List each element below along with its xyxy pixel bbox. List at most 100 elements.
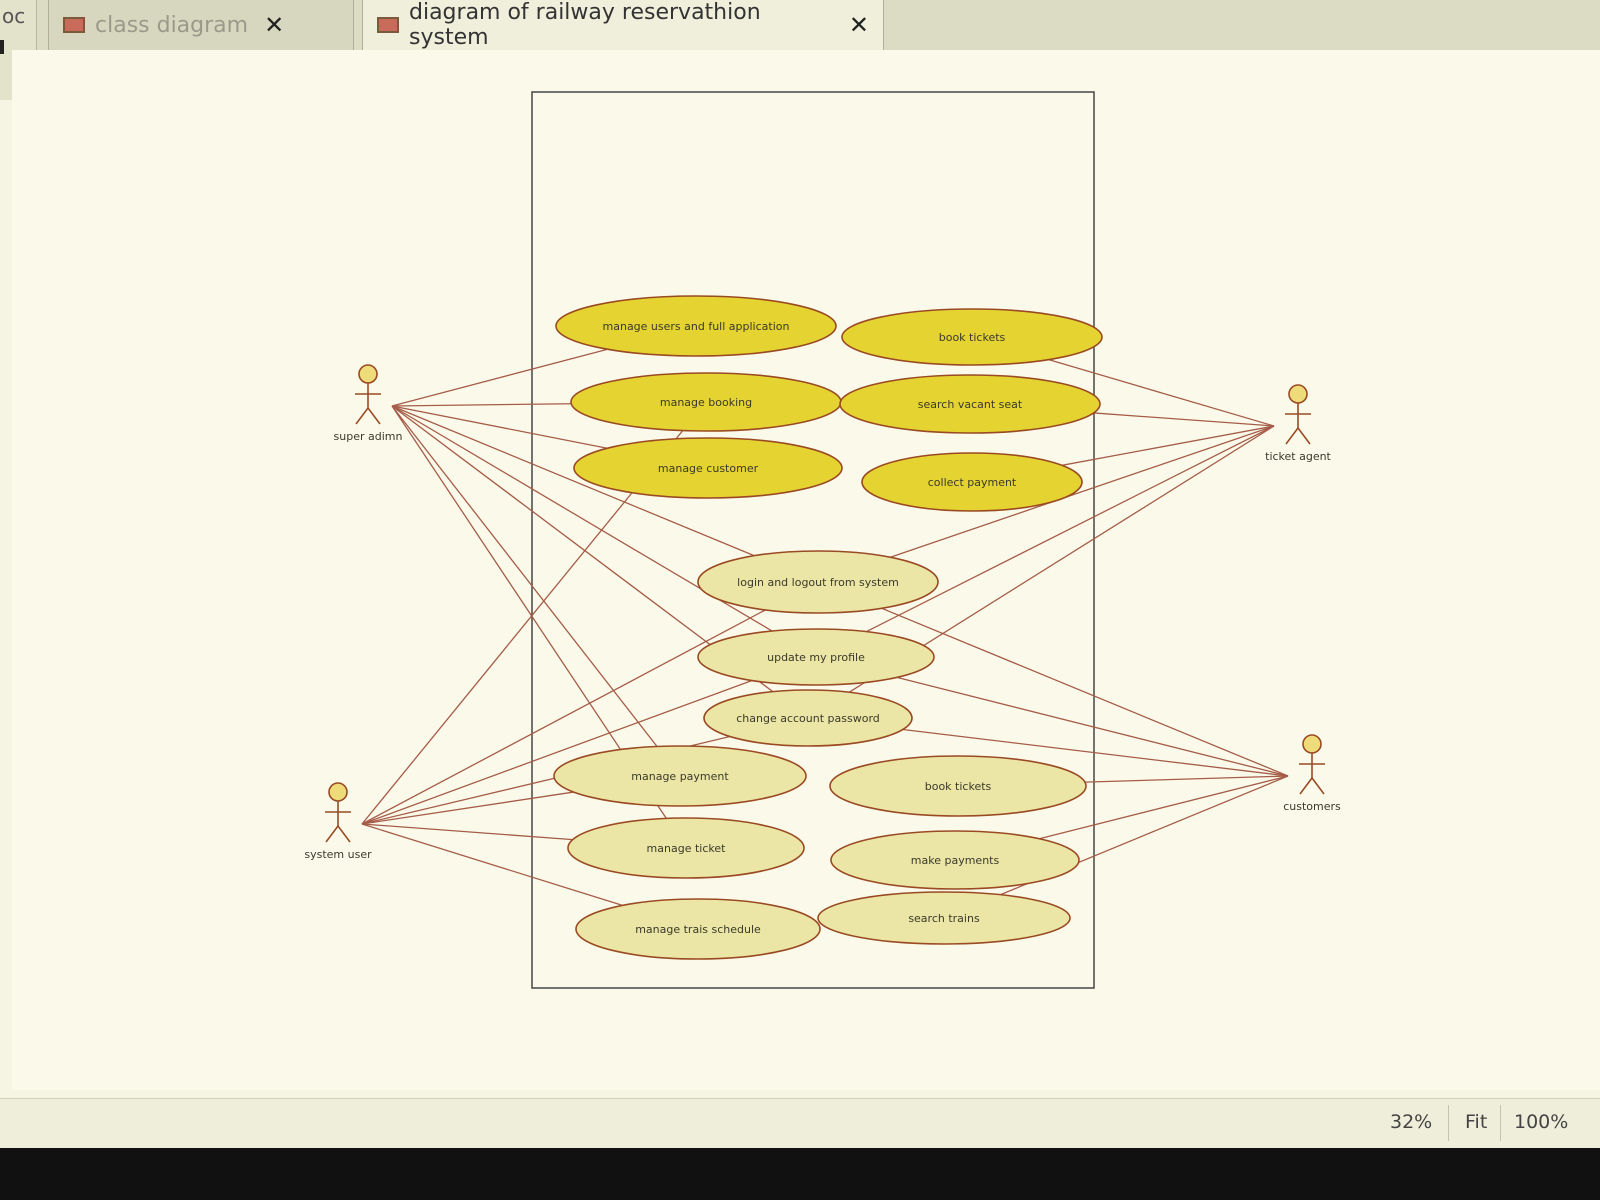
use-case-label: login and logout from system bbox=[737, 576, 899, 589]
use-case-ellipse bbox=[861, 452, 1083, 512]
use-case-uc6[interactable]: collect payment bbox=[861, 452, 1083, 512]
association-line bbox=[391, 405, 658, 747]
use-case-ellipse bbox=[841, 308, 1103, 366]
use-case-label: manage trais schedule bbox=[635, 923, 761, 936]
use-case-ellipse bbox=[839, 374, 1101, 434]
association-line bbox=[1084, 775, 1289, 783]
association-line bbox=[1093, 412, 1275, 427]
actor-ticket_agent[interactable]: ticket agent bbox=[1265, 384, 1332, 463]
use-case-ellipse bbox=[573, 437, 843, 499]
use-case-label: update my profile bbox=[767, 651, 865, 664]
actor-super_admin[interactable]: super adimn bbox=[334, 364, 403, 443]
association-line bbox=[881, 607, 1289, 777]
association-line bbox=[361, 823, 573, 841]
association-line bbox=[391, 405, 608, 449]
use-case-diagram: manage users and full application book ti… bbox=[304, 91, 1341, 989]
actor-leg bbox=[1299, 777, 1313, 795]
association-line bbox=[865, 425, 1275, 633]
actor-label: ticket agent bbox=[1265, 450, 1331, 463]
tab-class-diagram[interactable]: class diagram ✕ bbox=[48, 0, 354, 50]
association-line bbox=[1048, 358, 1275, 427]
actor-head bbox=[1302, 734, 1322, 754]
association-line bbox=[890, 425, 1275, 558]
side-panel-marker bbox=[0, 40, 4, 54]
use-case-label: manage payment bbox=[631, 770, 729, 783]
association-line bbox=[361, 609, 766, 825]
use-case-label: manage users and full application bbox=[603, 320, 790, 333]
close-icon[interactable]: ✕ bbox=[264, 11, 285, 39]
actor-leg bbox=[1285, 427, 1299, 445]
actor-leg bbox=[1311, 777, 1325, 795]
use-case-label: search trains bbox=[908, 912, 980, 925]
actor-system_user[interactable]: system user bbox=[304, 782, 372, 861]
use-case-uc3[interactable]: manage booking bbox=[570, 372, 842, 432]
actors: super adimn ticket agent system user custom… bbox=[304, 364, 1341, 861]
fit-button[interactable]: Fit bbox=[1465, 1111, 1488, 1133]
use-case-ellipse bbox=[567, 817, 805, 879]
use-case-label: search vacant seat bbox=[918, 398, 1023, 411]
use-case-label: manage customer bbox=[658, 462, 759, 475]
use-case-uc15[interactable]: search trains bbox=[817, 891, 1071, 945]
association-line bbox=[902, 728, 1289, 777]
association-line bbox=[361, 430, 684, 825]
use-case-uc8[interactable]: update my profile bbox=[697, 628, 935, 686]
association-line bbox=[361, 791, 574, 825]
zoom-100-button[interactable]: 100% bbox=[1514, 1111, 1569, 1133]
tab-bar: oc class diagram ✕ diagram of railway re… bbox=[0, 0, 1600, 100]
use-case-uc10[interactable]: manage payment bbox=[553, 745, 807, 807]
association-line bbox=[391, 403, 572, 407]
zoom-level: 32% bbox=[1390, 1111, 1433, 1133]
actor-label: customers bbox=[1283, 800, 1341, 813]
separator bbox=[1500, 1105, 1501, 1141]
association-line bbox=[361, 679, 753, 825]
actor-label: super adimn bbox=[334, 430, 403, 443]
actor-leg bbox=[1297, 427, 1311, 445]
use-case-ellipse bbox=[830, 830, 1080, 890]
use-case-uc9[interactable]: change account password bbox=[703, 689, 913, 747]
use-case-uc12[interactable]: manage ticket bbox=[567, 817, 805, 879]
association-lines bbox=[361, 348, 1289, 907]
diagram-icon bbox=[63, 17, 85, 33]
actor-customers[interactable]: customers bbox=[1283, 734, 1341, 813]
use-case-ellipse bbox=[697, 550, 939, 614]
use-case-label: manage booking bbox=[660, 396, 752, 409]
use-case-ellipse bbox=[697, 628, 935, 686]
association-line bbox=[391, 348, 608, 407]
association-line bbox=[391, 405, 755, 557]
diagram-canvas[interactable]: manage users and full application book ti… bbox=[12, 50, 1600, 1090]
use-case-uc5[interactable]: manage customer bbox=[573, 437, 843, 499]
use-case-uc13[interactable]: make payments bbox=[830, 830, 1080, 890]
use-case-uc14[interactable]: manage trais schedule bbox=[575, 898, 821, 960]
use-case-uc4[interactable]: search vacant seat bbox=[839, 374, 1101, 434]
association-line bbox=[896, 676, 1289, 777]
tab-railway-diagram[interactable]: diagram of railway reservathion system ✕ bbox=[362, 0, 884, 50]
tab-label: diagram of railway reservathion system bbox=[409, 0, 761, 50]
use-case-uc11[interactable]: book tickets bbox=[829, 755, 1087, 817]
monitor-bezel bbox=[0, 1148, 1600, 1200]
association-line bbox=[361, 823, 623, 907]
actor-head bbox=[1288, 384, 1308, 404]
use-case-label: change account password bbox=[736, 712, 880, 725]
use-case-uc1[interactable]: manage users and full application bbox=[555, 295, 837, 357]
actor-leg bbox=[325, 825, 339, 843]
tab-label: class diagram bbox=[95, 12, 249, 38]
actor-head bbox=[358, 364, 378, 384]
use-case-uc2[interactable]: book tickets bbox=[841, 308, 1103, 366]
use-case-ellipse bbox=[817, 891, 1071, 945]
use-case-ellipse bbox=[555, 295, 837, 357]
separator bbox=[1448, 1105, 1449, 1141]
use-case-uc7[interactable]: login and logout from system bbox=[697, 550, 939, 614]
use-case-ellipse bbox=[553, 745, 807, 807]
close-icon[interactable]: ✕ bbox=[848, 11, 869, 39]
use-case-ellipse bbox=[575, 898, 821, 960]
use-case-ellipse bbox=[829, 755, 1087, 817]
use-cases: manage users and full application book ti… bbox=[553, 295, 1103, 960]
system-boundary bbox=[531, 91, 1095, 989]
use-case-label: collect payment bbox=[928, 476, 1017, 489]
app-window: oc class diagram ✕ diagram of railway re… bbox=[0, 0, 1600, 1141]
use-case-label: manage ticket bbox=[647, 842, 727, 855]
association-line bbox=[1039, 775, 1289, 840]
actor-leg bbox=[337, 825, 351, 843]
use-case-label: book tickets bbox=[939, 331, 1006, 344]
use-case-label: make payments bbox=[911, 854, 1000, 867]
